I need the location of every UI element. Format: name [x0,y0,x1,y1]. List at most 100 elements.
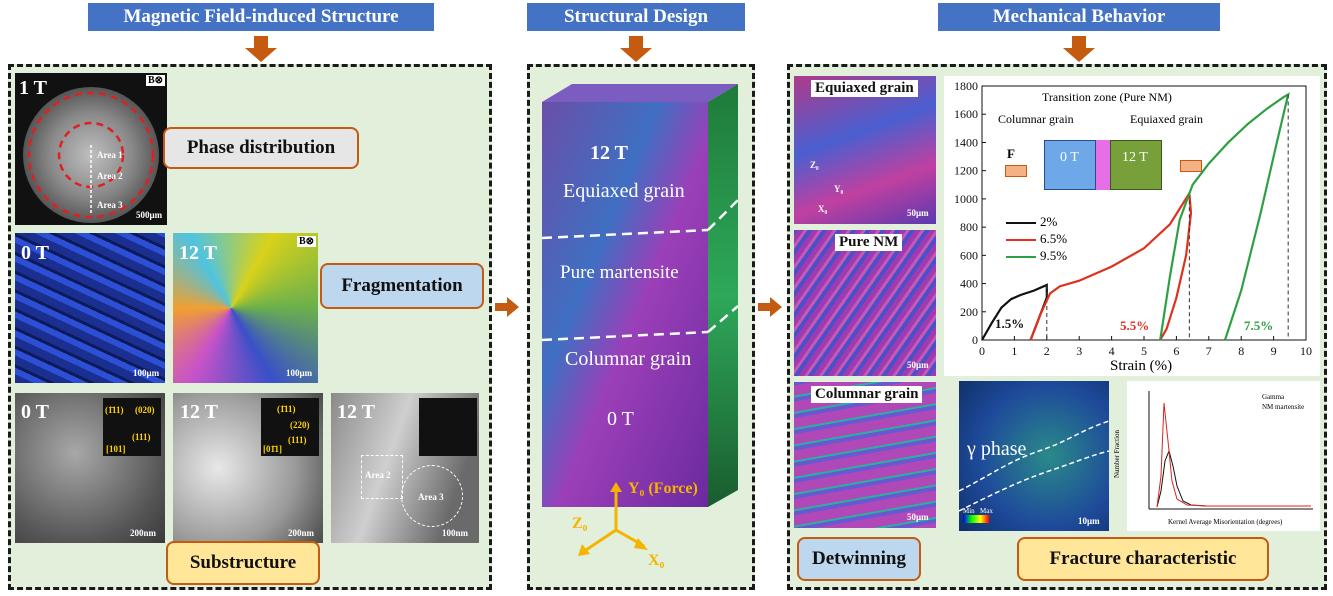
micro-axis-z: Z₀ [810,160,819,170]
y-tick-label: 1800 [954,79,978,93]
gamma-phase-label: γ phase [967,438,1027,460]
right-arrow-stem-2 [758,303,770,311]
saed-0T-idx1: (1̄11) [105,405,124,415]
legend-line-2pct [1006,222,1036,224]
saed-0T-idx2: (020) [135,405,155,415]
x-tick-label: 8 [1238,344,1244,358]
b-field-symbol: B⊗ [146,75,166,86]
annot-5.5pct: 5.5% [1120,318,1150,333]
frag-0T-scale: 100μm [133,368,160,378]
force-arrow-right-icon [1180,160,1202,172]
section-title-middle: Structural Design [527,3,745,31]
sample-block-3d [541,84,739,507]
y-tick-label: 600 [960,248,978,262]
down-arrow-stem-left [254,36,268,48]
micro-columnar [794,382,936,528]
inset-transition-label: Transition zone (Pure NM) [1042,90,1172,104]
saed-0T-zone: [101] [106,444,126,454]
phase-area-2-label: Area 2 [97,171,123,181]
micro-equiaxed [794,76,936,224]
gamma-colorbar [963,515,989,523]
fracture-box: Fracture characteristic [1017,537,1269,581]
saed-12T-idx1: (1̄11) [277,404,296,414]
micro-pure-nm-label: Pure NM [835,234,903,251]
sub-area-3-label: Area 3 [418,492,444,502]
legend-9.5pct: 9.5% [1040,248,1068,263]
kam-legend-gamma: Gamma [1262,393,1285,401]
sub-12T-detail-label: 12 T [337,401,375,423]
right-arrow-stem-1 [495,303,507,311]
series-line-1 [1029,189,1193,341]
inset-left-field: 0 T [1060,150,1079,165]
inset-columnar-label: Columnar grain [998,112,1074,126]
axis-x-label: X₀ [648,552,665,569]
section-title-right: Mechanical Behavior [938,3,1220,31]
annot-1.5pct: 1.5% [995,316,1025,331]
micro-axis-x: X₀ [818,204,828,214]
fragmentation-box: Fragmentation [320,263,484,309]
block-columnar-label: Columnar grain [565,348,692,370]
block-martensite-label: Pure martensite [560,262,679,283]
saed-12T-zone: [01̄1] [263,444,282,454]
gamma-scale: 10μm [1078,516,1100,526]
force-arrow-left-icon [1005,165,1027,177]
kam-xlabel: Kernel Average Misorientation (degrees) [1168,518,1283,526]
down-arrow-icon-left [245,48,277,62]
frag-image-0T [15,233,165,383]
legend-2pct: 2% [1040,214,1058,229]
down-arrow-icon-middle [620,48,652,62]
sub-area-2-label: Area 2 [365,470,391,480]
micro-columnar-scale: 50μm [907,512,929,522]
gamma-legend-min: Min [963,507,975,515]
x-tick-label: 9 [1271,344,1277,358]
y-tick-label: 400 [960,277,978,291]
inset-specimen-right [1110,140,1162,190]
x-tick-label: 7 [1206,344,1212,358]
micro-pure-nm [794,230,936,376]
right-arrow-icon-1 [507,297,519,317]
x-tick-label: 6 [1173,344,1179,358]
y-tick-label: 200 [960,305,978,319]
down-arrow-icon-right [1063,48,1095,62]
y-tick-label: 1400 [954,135,978,149]
phase-area-3-label: Area 3 [97,200,123,210]
gamma-boundary-svg [959,420,1109,512]
frag-image-12T [173,233,318,383]
axis-z-label: Z₀ [572,515,588,532]
frag-12T-scale: 100μm [286,368,313,378]
kam-ylabel: Number Fraction [1113,429,1122,479]
phase-area-1-label: Area 1 [97,150,123,160]
y-tick-label: 1000 [954,192,978,206]
kam-svg [1148,391,1313,510]
micro-columnar-label: Columnar grain [811,386,923,403]
x-tick-label: 5 [1141,344,1147,358]
saed-12T-idx3: (111) [288,435,307,445]
axis-y-label: Y₀ (Force) [628,480,698,497]
phase-map-svg [23,87,159,223]
axis-triad [578,482,648,556]
right-arrow-icon-2 [770,297,782,317]
phase-distribution-image [15,73,167,225]
frag-12T-label: 12 T [179,242,217,264]
sub-0T-scale: 200nm [130,528,157,538]
saed-inset-12T [261,398,319,456]
frag-0T-label: 0 T [21,242,49,264]
annot-7.5pct: 7.5% [1244,318,1274,333]
area-2-box [361,455,403,499]
sub-12T-scale: 200nm [288,528,315,538]
area-3-circle [401,465,463,527]
x-tick-label: 3 [1076,344,1082,358]
x-tick-label: 2 [1044,344,1050,358]
chart-xlabel: Strain (%) [1110,358,1173,374]
phase-distribution-box: Phase distribution [163,127,359,169]
detwinning-box: Detwinning [797,537,921,581]
phase-field-label: 1 T [19,77,47,99]
x-tick-label: 1 [1011,344,1017,358]
saed-inset-0T [103,398,161,456]
inset-force-label: F [1007,146,1015,161]
sub-12T-detail-scale: 100nm [442,528,469,538]
sub-12T-label: 12 T [180,401,218,423]
down-arrow-stem-middle [629,36,643,48]
kam-chart [1127,381,1320,531]
